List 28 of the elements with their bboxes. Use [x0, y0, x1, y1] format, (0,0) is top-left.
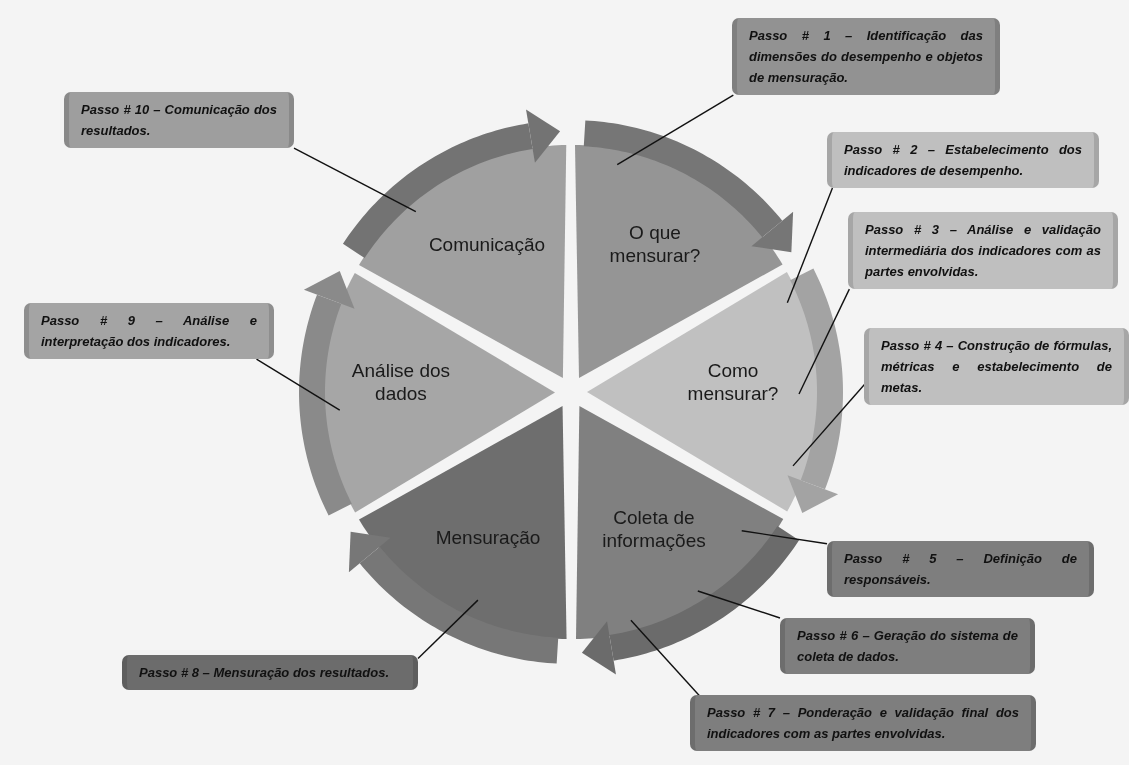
sector-label: Mensuração — [434, 526, 542, 550]
sector-label: Análise dos dados — [350, 360, 452, 406]
sector-label: Coleta de informações — [601, 507, 707, 553]
step-box: Passo # 6 – Geração do sistema de coleta de dados. — [780, 618, 1035, 675]
cycle-arrow — [581, 523, 800, 675]
sector-label: Como mensurar? — [686, 360, 780, 406]
leader-line — [792, 382, 867, 467]
step-box: Passo # 8 – Mensuração dos resultados. — [122, 655, 418, 691]
leader-line — [697, 590, 781, 619]
leader-line — [616, 94, 735, 166]
leader-line — [786, 187, 834, 304]
step-box: Passo # 9 – Análise e interpretação dos indicadores. — [24, 303, 274, 360]
step-box: Passo # 5 – Definição de responsáveis. — [827, 541, 1094, 598]
step-box: Passo # 1 – Identificação das dimensões do desempenho e objetos de mensuração. — [732, 18, 1000, 96]
leader-line — [417, 599, 479, 660]
sector-label: Comunicação — [427, 233, 547, 257]
leader-line — [630, 619, 702, 698]
leader-line — [741, 530, 828, 545]
leader-line — [293, 147, 417, 213]
step-box: Passo # 10 – Comunicação dos resultados. — [64, 92, 294, 149]
sector-label: O que mensurar? — [608, 222, 702, 268]
leader-line — [255, 358, 341, 411]
leader-line — [798, 288, 851, 395]
cycle-arrow — [342, 109, 561, 261]
step-box: Passo # 3 – Análise e validação intermediária dos indicadores com as partes envolvidas. — [848, 212, 1118, 290]
step-box: Passo # 4 – Construção de fórmulas, métricas e estabelecimento de metas. — [864, 328, 1129, 406]
step-box: Passo # 2 – Estabelecimento dos indicadores de desempenho. — [827, 132, 1099, 189]
step-box: Passo # 7 – Ponderação e validação final dos indicadores com as partes envolvidas. — [690, 695, 1036, 752]
